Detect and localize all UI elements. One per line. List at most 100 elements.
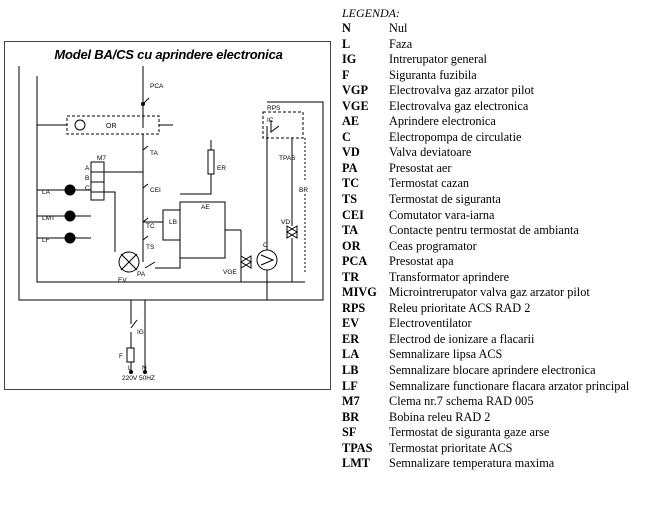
legend-description: Semnalizare lipsa ACS: [389, 347, 503, 362]
legend-code: TA: [342, 223, 359, 238]
lb-box: [162, 209, 181, 241]
legend-description: Comutator vara-iarna: [389, 207, 495, 222]
legend-item: TC Termostat cazan: [342, 176, 660, 192]
ev-fan: [118, 251, 140, 273]
legend-code: F: [342, 67, 350, 82]
legend-code: VGE: [342, 98, 369, 113]
pump-c-label: C: [263, 242, 268, 249]
legend-description: Intrerupator general: [389, 52, 487, 67]
pa-label: PA: [137, 271, 146, 278]
lf-lamp: [64, 232, 76, 244]
legend-title: LEGENDA:: [342, 6, 400, 20]
legend-code: C: [342, 129, 351, 144]
m7-terminal: [90, 161, 105, 201]
legend-description: Electrod de ionizare a flacarii: [389, 331, 535, 346]
legend-description: Bobina releu RAD 2: [389, 409, 491, 424]
legend-description: Presostat aer: [389, 160, 452, 175]
legend-code: SF: [342, 425, 357, 440]
legend-description: Clema nr.7 schema RAD 005: [389, 394, 534, 409]
legend-code: LMT: [342, 456, 371, 471]
legend-item: EV Electroventilator: [342, 316, 660, 332]
legend-description: Faza: [389, 36, 413, 51]
legend-description: Releu prioritate ACS RAD 2: [389, 300, 531, 315]
legend-code: ER: [342, 331, 360, 346]
ig-label: IG: [137, 329, 144, 336]
supply-label: 220V 50HZ: [122, 375, 155, 382]
legend-code: VD: [342, 145, 360, 160]
legend-item: TPAS Termostat prioritate ACS: [342, 441, 660, 457]
la-lamp: [64, 184, 76, 196]
legend-description: Electrovalva gaz electronica: [389, 98, 529, 113]
legend-description: Termostat cazan: [389, 176, 470, 191]
m7-label: M7: [97, 155, 106, 162]
legend-code: TC: [342, 176, 360, 191]
wiring-diagram: PCA OR RPS IC M7 A B C LA LMT LF TA CEI …: [18, 66, 324, 382]
legend-item: ER Electrod de ionizare a flacarii: [342, 332, 660, 348]
legend-code: M7: [342, 394, 360, 409]
legend-description: Aprindere electronica: [389, 114, 496, 129]
legend-code: AE: [342, 114, 360, 129]
legend-description: Termostat de siguranta gaze arse: [389, 425, 550, 440]
legend-description: Termostat prioritate ACS: [389, 440, 513, 455]
legend-description: Termostat de siguranta: [389, 192, 501, 207]
la-label: LA: [42, 189, 51, 196]
legend-description: Nul: [389, 21, 408, 35]
legend-item: F Siguranta fuzibila: [342, 68, 660, 84]
legend-code: EV: [342, 316, 360, 331]
cei-label: CEI: [150, 187, 161, 194]
br-label: BR: [299, 187, 308, 194]
diagram-title: Model BA/CS cu aprindere electronica: [54, 47, 283, 62]
legend-description: Electroventilator: [389, 316, 472, 331]
legend-description: Electropompa de circulatie: [389, 129, 522, 144]
legend-item: M7 Clema nr.7 schema RAD 005: [342, 394, 660, 410]
fuse-f: [126, 347, 135, 363]
lf-label: LF: [42, 237, 50, 244]
vge-valve: [240, 255, 252, 269]
terminal-c-label: C: [85, 185, 90, 192]
lb-label: LB: [169, 219, 177, 226]
ae-label: AE: [201, 204, 210, 211]
legend-item: TS Termostat de siguranta: [342, 192, 660, 208]
tpas-label: TPAS: [279, 155, 296, 162]
terminal-a-label: A: [85, 165, 90, 172]
legend-item: C Electropompa de circulatie: [342, 130, 660, 146]
legend-item: L Faza: [342, 37, 660, 53]
er-electrode: [207, 149, 215, 175]
inner-rail: [36, 76, 305, 283]
legend-description: Semnalizare functionare flacara arzator …: [389, 378, 630, 393]
legend-item: AE Aprindere electronica: [342, 114, 660, 130]
legend-description: Electrovalva gaz arzator pilot: [389, 83, 535, 98]
legend-code: CEI: [342, 207, 364, 222]
legend-item: SF Termostat de siguranta gaze arse: [342, 425, 660, 441]
lmt-label: LMT: [42, 215, 55, 222]
vd-label: VD: [281, 219, 290, 226]
legend-code: BR: [342, 409, 360, 424]
outer-rail: [18, 66, 324, 301]
legend-code: PA: [342, 160, 358, 175]
legend-description: Transformator aprindere: [389, 269, 510, 284]
legend-item: BR Bobina releu RAD 2: [342, 410, 660, 426]
legend-code: PCA: [342, 254, 368, 269]
legend-code: L: [342, 36, 351, 51]
tc-label: TC: [146, 223, 155, 230]
legend-code: TPAS: [342, 440, 373, 455]
ev-label: EV: [118, 277, 127, 284]
legend-description: Ceas programator: [389, 238, 477, 253]
or-clock: [74, 119, 86, 131]
legend-code: TS: [342, 192, 358, 207]
terminal-b-label: B: [85, 175, 89, 182]
legend-code: VGP: [342, 83, 368, 98]
legend-code: MIVG: [342, 285, 377, 300]
legend-description: Siguranta fuzibila: [389, 67, 477, 82]
legend-description: Semnalizare blocare aprindere electronic…: [389, 363, 596, 378]
